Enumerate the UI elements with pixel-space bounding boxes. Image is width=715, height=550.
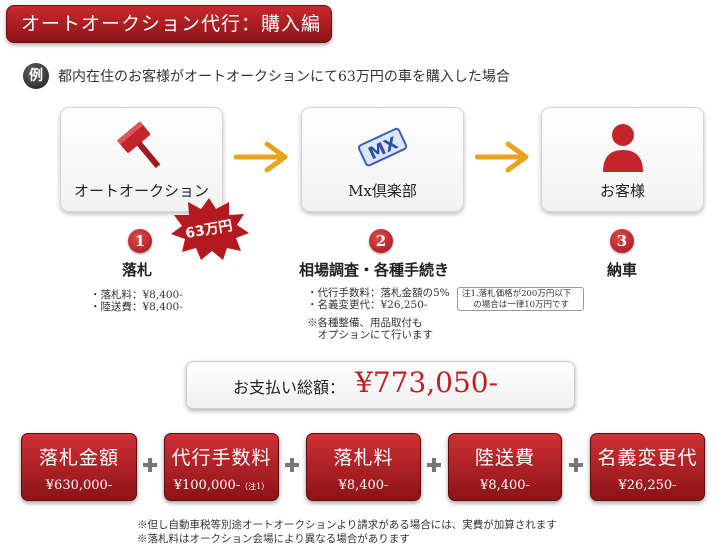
options-note: ※各種整備、用品取付も オプションにて行います [307,317,433,341]
step-title-winning-bid: 落札 [122,261,153,279]
cost-agency-fee: 代行手数料 ¥100,000-（注1） [164,433,279,501]
plus-icon [427,458,441,472]
cost-label: 代行手数料 [171,447,272,469]
price-starburst-icon: 63万円 [171,198,249,260]
total-payment-box: お支払い総額： ¥773,050- [186,361,575,409]
step1-fees: ・落札料：¥8,400- ・陸送費：¥8,400- [90,289,183,313]
options-line: ※各種整備、用品取付も [307,317,423,329]
example-badge: 例 [23,63,49,89]
options-line: オプションにて行います [307,329,433,341]
auction-hammer-icon [116,121,160,169]
step-number-2: 2 [369,229,393,253]
cost-label: 落札料 [333,447,394,469]
footer-line: ※但し自動車税等別途オートオークションより請求がある場合には、実費が加算されます [137,519,557,531]
cost-transport: 陸送費 ¥8,400- [448,433,562,501]
note-line: の場合は一律10万円です [462,299,570,310]
cost-name-change: 名義変更代 ¥26,250- [590,433,705,501]
mx-club-box: MX Mx倶楽部 [301,107,464,212]
mx-club-label: Mx倶楽部 [348,182,417,200]
footer-notes: ※但し自動車税等別途オートオークションより請求がある場合には、実費が加算されます… [137,518,557,546]
auto-auction-label: オートオークション [73,182,209,200]
step-number-3: 3 [610,229,634,253]
footer-line: ※落札料はオークション会場により異なる場合があります [137,533,410,545]
cost-value: ¥26,250- [618,478,677,493]
cost-value: ¥630,000- [45,478,113,493]
step-title-delivery: 納車 [607,261,638,279]
cost-winning-bid: 落札金額 ¥630,000- [21,433,137,501]
fee-line: ・陸送費：¥8,400- [90,301,183,313]
fee-line: ・代行手数料：落札金額の5% [307,287,450,299]
plus-icon [569,458,583,472]
fee-line: ・落札料：¥8,400- [90,289,183,301]
arrow-right-icon [475,141,529,173]
cost-value: ¥100,000-（注1） [173,478,270,493]
step-title-research: 相場調査・各種手続き [299,261,450,279]
page-title: オートオークション代行：購入編 [6,5,332,43]
plus-icon [143,458,157,472]
step2-fees: ・代行手数料：落札金額の5% ・名義変更代：¥26,250- [307,287,450,311]
total-label: お支払い総額： [233,378,346,397]
auto-auction-box: オートオークション [60,107,223,212]
plus-icon [285,458,299,472]
step-number-1: 1 [128,229,152,253]
fee-line: ・名義変更代：¥26,250- [307,299,428,311]
note-line: 注1.落札価格が200万円以下 [462,289,572,299]
cost-label: 落札金額 [38,447,119,469]
cost-value: ¥8,400- [338,478,389,493]
cost-label: 陸送費 [474,447,535,469]
cost-bid-fee: 落札料 ¥8,400- [306,433,421,501]
arrow-right-icon [234,141,288,173]
example-text: 都内在住のお客様がオートオークションにて63万円の車を購入した場合 [58,69,510,85]
customer-box: お客様 [541,107,704,212]
cost-label: 名義変更代 [597,447,698,469]
note-1-box: 注1.落札価格が200万円以下 の場合は一律10万円です [457,287,584,311]
customer-person-icon [602,124,643,172]
cost-note: （注1） [240,482,270,491]
mx-logo-icon: MX [357,127,407,167]
customer-label: お客様 [599,182,645,200]
cost-value: ¥8,400- [480,478,530,493]
total-value: ¥773,050- [355,366,499,399]
